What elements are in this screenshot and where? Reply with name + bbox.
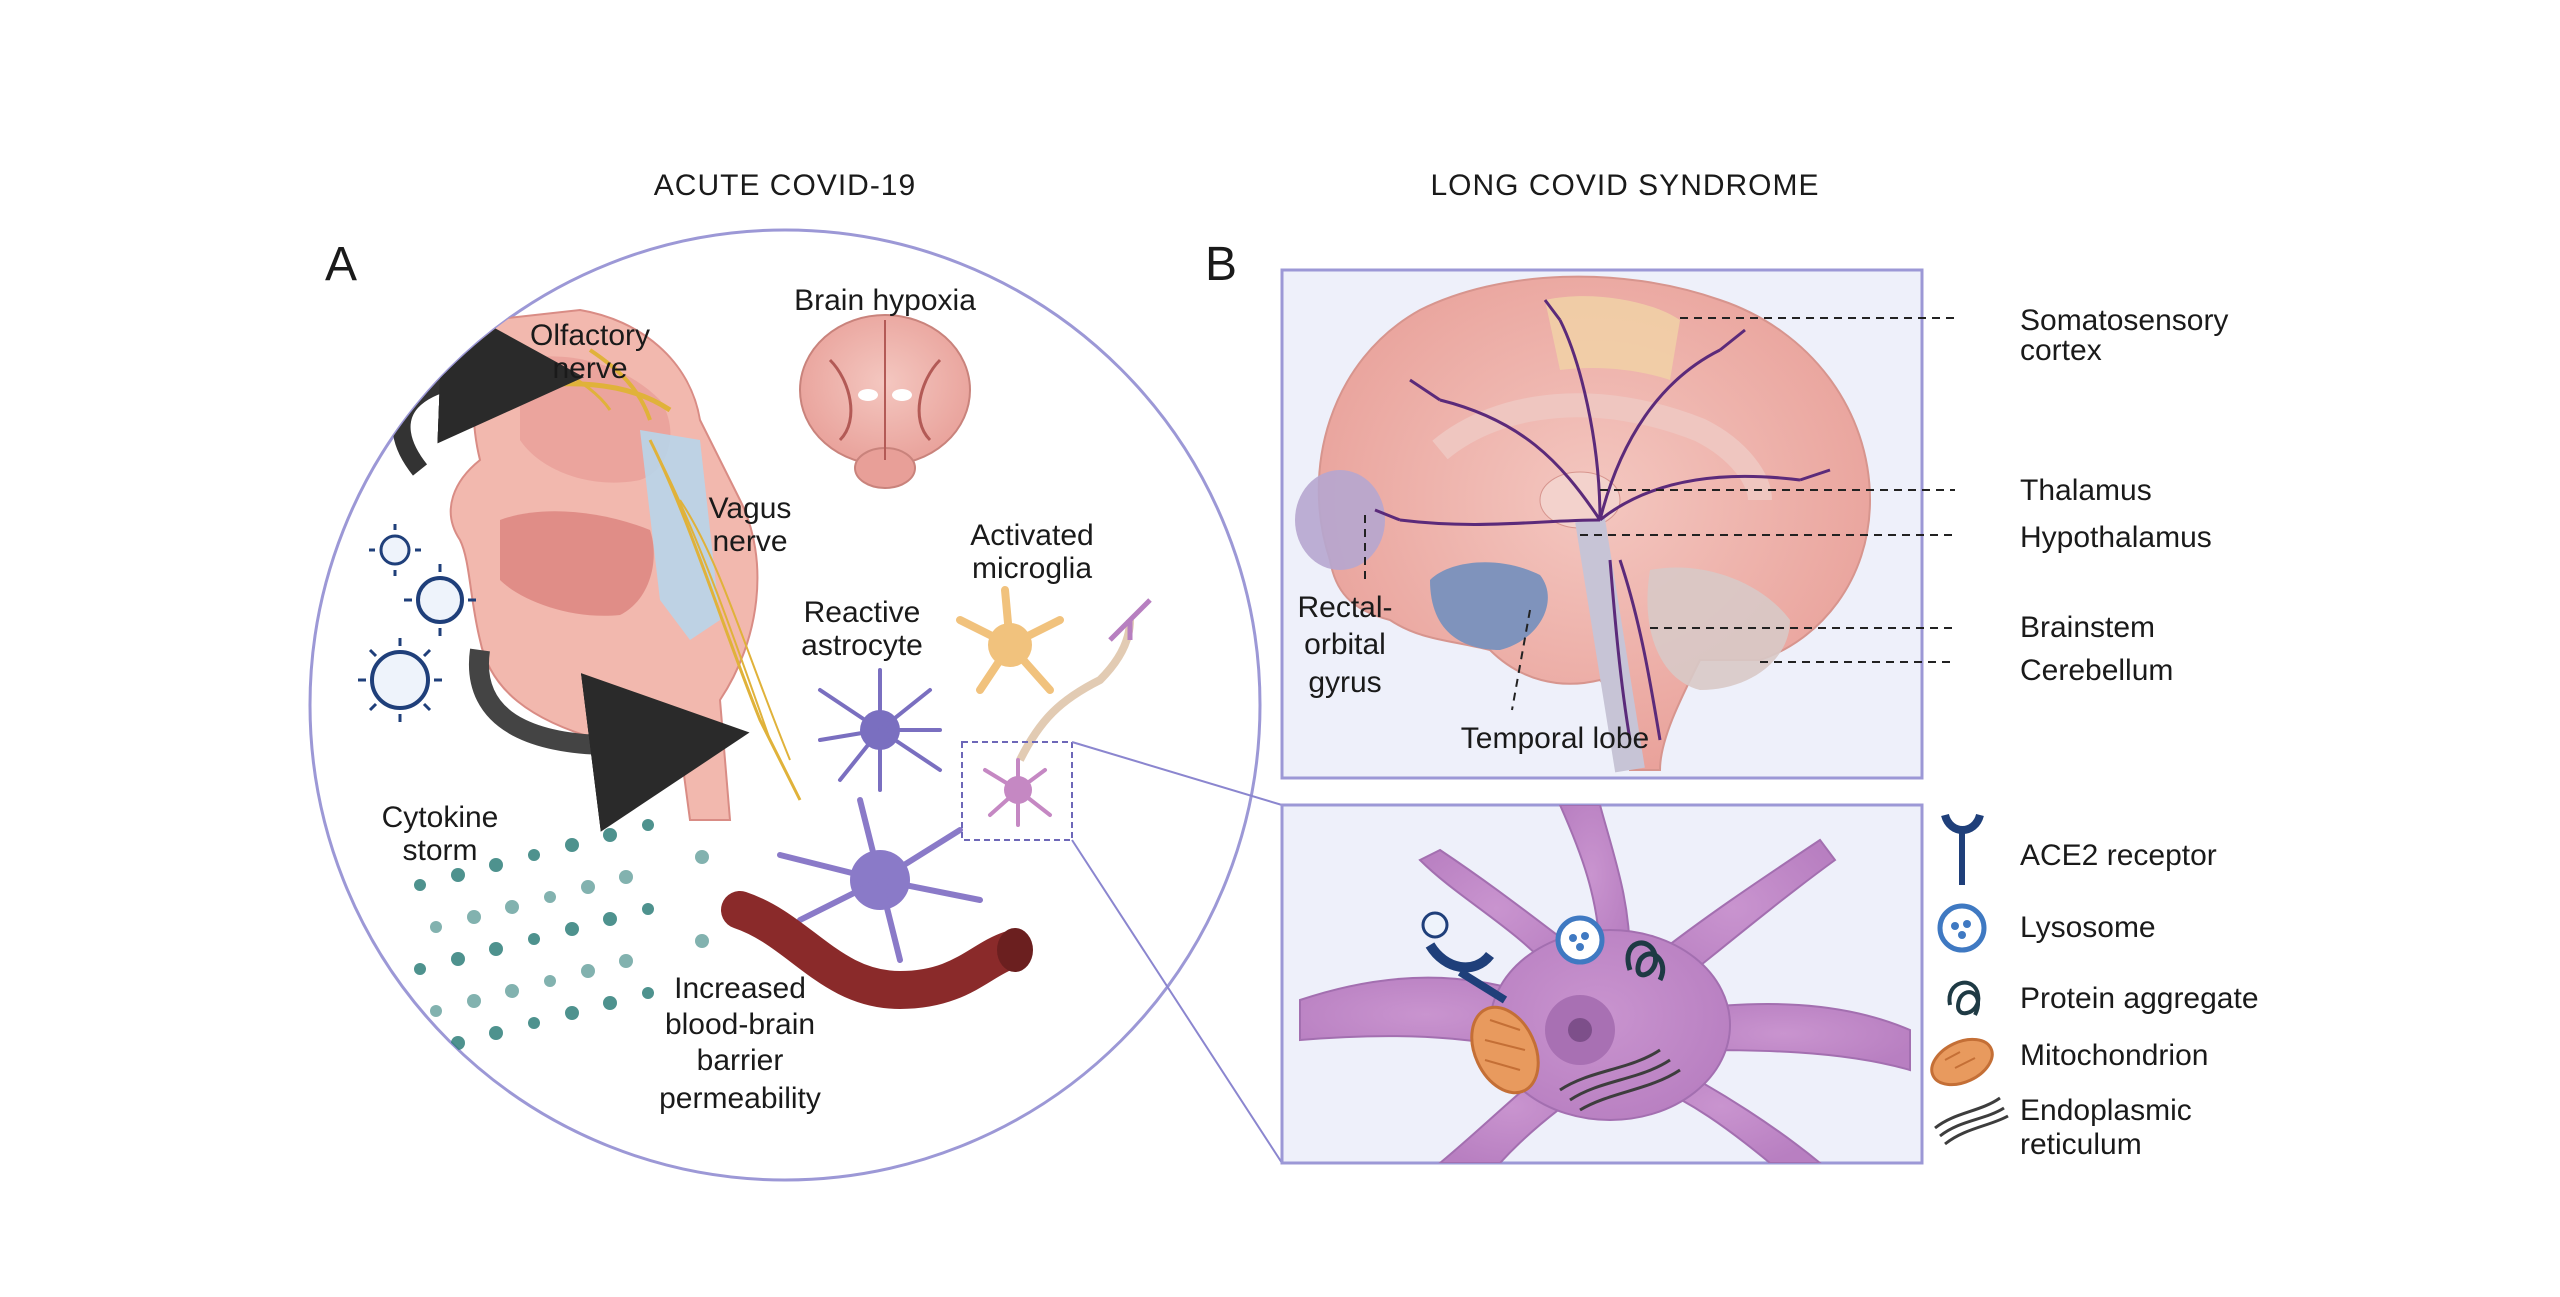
cytokine-particle <box>695 850 709 864</box>
label-bbb-1: Increased <box>674 972 806 1005</box>
microglia-cell-illustration <box>956 586 1152 762</box>
arrow-to-vagus <box>468 648 750 832</box>
header-long-covid: LONG COVID SYNDROME <box>1430 169 1819 202</box>
brain-sagittal-illustration <box>1295 275 1872 773</box>
inset-box-neuron <box>961 741 1073 841</box>
cytokine-particle <box>642 903 654 915</box>
label-vagus-nerve-2: nerve <box>712 525 787 558</box>
cytokine-particle <box>695 934 709 948</box>
cytokine-particle <box>544 891 556 903</box>
label-brainstem: Brainstem <box>2020 611 2155 644</box>
leader-lines <box>1364 317 1955 711</box>
legend-ace2-receptor: ACE2 receptor <box>2020 839 2217 872</box>
virus-icon <box>358 524 476 722</box>
label-rectal-orbital-2: orbital <box>1304 628 1386 661</box>
label-somatosensory-2: cortex <box>2020 334 2102 367</box>
cytokine-particle <box>505 900 519 914</box>
label-cytokine-storm-1: Cytokine <box>382 801 499 834</box>
cytokine-particle <box>505 984 519 998</box>
cytokine-particle <box>619 870 633 884</box>
cytokine-particle <box>414 963 426 975</box>
label-thalamus: Thalamus <box>2020 474 2152 507</box>
cytokine-particle <box>581 880 595 894</box>
cytokine-particle <box>603 912 617 926</box>
cytokine-particle <box>619 954 633 968</box>
label-bbb-2: blood-brain <box>665 1008 815 1041</box>
cytokine-particle <box>603 828 617 842</box>
panel-a: Olfactory nerve Brain hypoxia Vagus nerv… <box>308 228 1262 1182</box>
legend-protein-aggregate: Protein aggregate <box>2020 982 2259 1015</box>
cytokine-particle <box>528 849 540 861</box>
label-bbb-4: permeability <box>659 1082 821 1115</box>
label-cerebellum: Cerebellum <box>2020 654 2173 687</box>
lysosome-icon <box>1937 903 1987 953</box>
mitochondrion-icon <box>1930 1037 1994 1087</box>
cytokine-particle <box>430 1005 442 1017</box>
ace2-receptor-icon <box>1941 813 1984 885</box>
cytokine-particles <box>414 819 709 1059</box>
legend-lysosome: Lysosome <box>2020 911 2156 944</box>
label-vagus-nerve-1: Vagus <box>709 492 792 525</box>
er-in-cell <box>1559 1048 1681 1112</box>
cytokine-particle <box>467 910 481 924</box>
ace2-receptor-in-cell <box>1421 911 1508 1004</box>
cytokine-particle <box>565 922 579 936</box>
cytokine-particle <box>414 1047 426 1059</box>
cytokine-particle <box>565 1006 579 1020</box>
legend-mitochondrion: Mitochondrion <box>2020 1039 2208 1072</box>
legend-er-2: reticulum <box>2020 1128 2142 1161</box>
cytokine-particle <box>414 879 426 891</box>
legend-er-1: Endoplasmic <box>2020 1094 2192 1127</box>
neuron-vessel-illustration <box>721 797 1033 1010</box>
label-rectal-orbital-1: Rectal- <box>1297 591 1392 624</box>
cytokine-particle <box>528 933 540 945</box>
hypoxic-brain-illustration <box>799 314 971 489</box>
cytokine-particle <box>544 975 556 987</box>
panel-letter-b: B <box>1205 238 1237 291</box>
header-acute-covid: ACUTE COVID-19 <box>654 169 916 202</box>
legend: ACE2 receptor Lysosome Protein aggregate… <box>1930 813 2259 1161</box>
cytokine-particle <box>565 838 579 852</box>
panel-b: Somatosensory cortex Thalamus Hypothalam… <box>1280 268 2259 1165</box>
cytokine-particle <box>642 819 654 831</box>
neuron-detail-illustration <box>1299 805 1911 1163</box>
label-activated-microglia-1: Activated <box>970 519 1093 552</box>
cytokine-particle <box>451 952 465 966</box>
connector-line-bottom <box>1071 839 1283 1164</box>
mitochondrion-in-cell <box>1470 1005 1540 1095</box>
lysosome-in-cell <box>1555 915 1605 965</box>
inset-neuron-illustration <box>983 758 1052 827</box>
label-hypothalamus: Hypothalamus <box>2020 521 2212 554</box>
label-rectal-orbital-3: gyrus <box>1308 666 1381 699</box>
er-icon <box>1934 1096 2009 1146</box>
cytokine-particle <box>642 987 654 999</box>
cytokine-particle <box>489 942 503 956</box>
cytokine-particle <box>581 964 595 978</box>
panel-letter-a: A <box>325 238 357 291</box>
cytokine-particle <box>489 858 503 872</box>
label-bbb-3: barrier <box>697 1044 784 1077</box>
label-activated-microglia-2: microglia <box>972 552 1092 585</box>
cytokine-particle <box>451 868 465 882</box>
label-olfactory-nerve-1: Olfactory <box>530 319 650 352</box>
label-reactive-astrocyte-1: Reactive <box>804 596 921 629</box>
label-cytokine-storm-2: storm <box>403 834 478 867</box>
label-temporal-lobe: Temporal lobe <box>1461 722 1649 755</box>
label-reactive-astrocyte-2: astrocyte <box>801 629 923 662</box>
astrocyte-cell-illustration <box>818 668 942 792</box>
cytokine-particle <box>528 1017 540 1029</box>
protein-aggregate-in-cell <box>1625 940 1666 982</box>
cytokine-particle <box>603 996 617 1010</box>
cytokine-particle <box>430 921 442 933</box>
protein-aggregate-icon <box>1947 980 1981 1016</box>
label-olfactory-nerve-2: nerve <box>552 352 627 385</box>
label-somatosensory-1: Somatosensory <box>2020 304 2228 337</box>
cytokine-particle <box>467 994 481 1008</box>
connector-line-top <box>1071 741 1283 806</box>
cytokine-particle <box>451 1036 465 1050</box>
label-brain-hypoxia: Brain hypoxia <box>794 284 976 317</box>
cytokine-particle <box>489 1026 503 1040</box>
